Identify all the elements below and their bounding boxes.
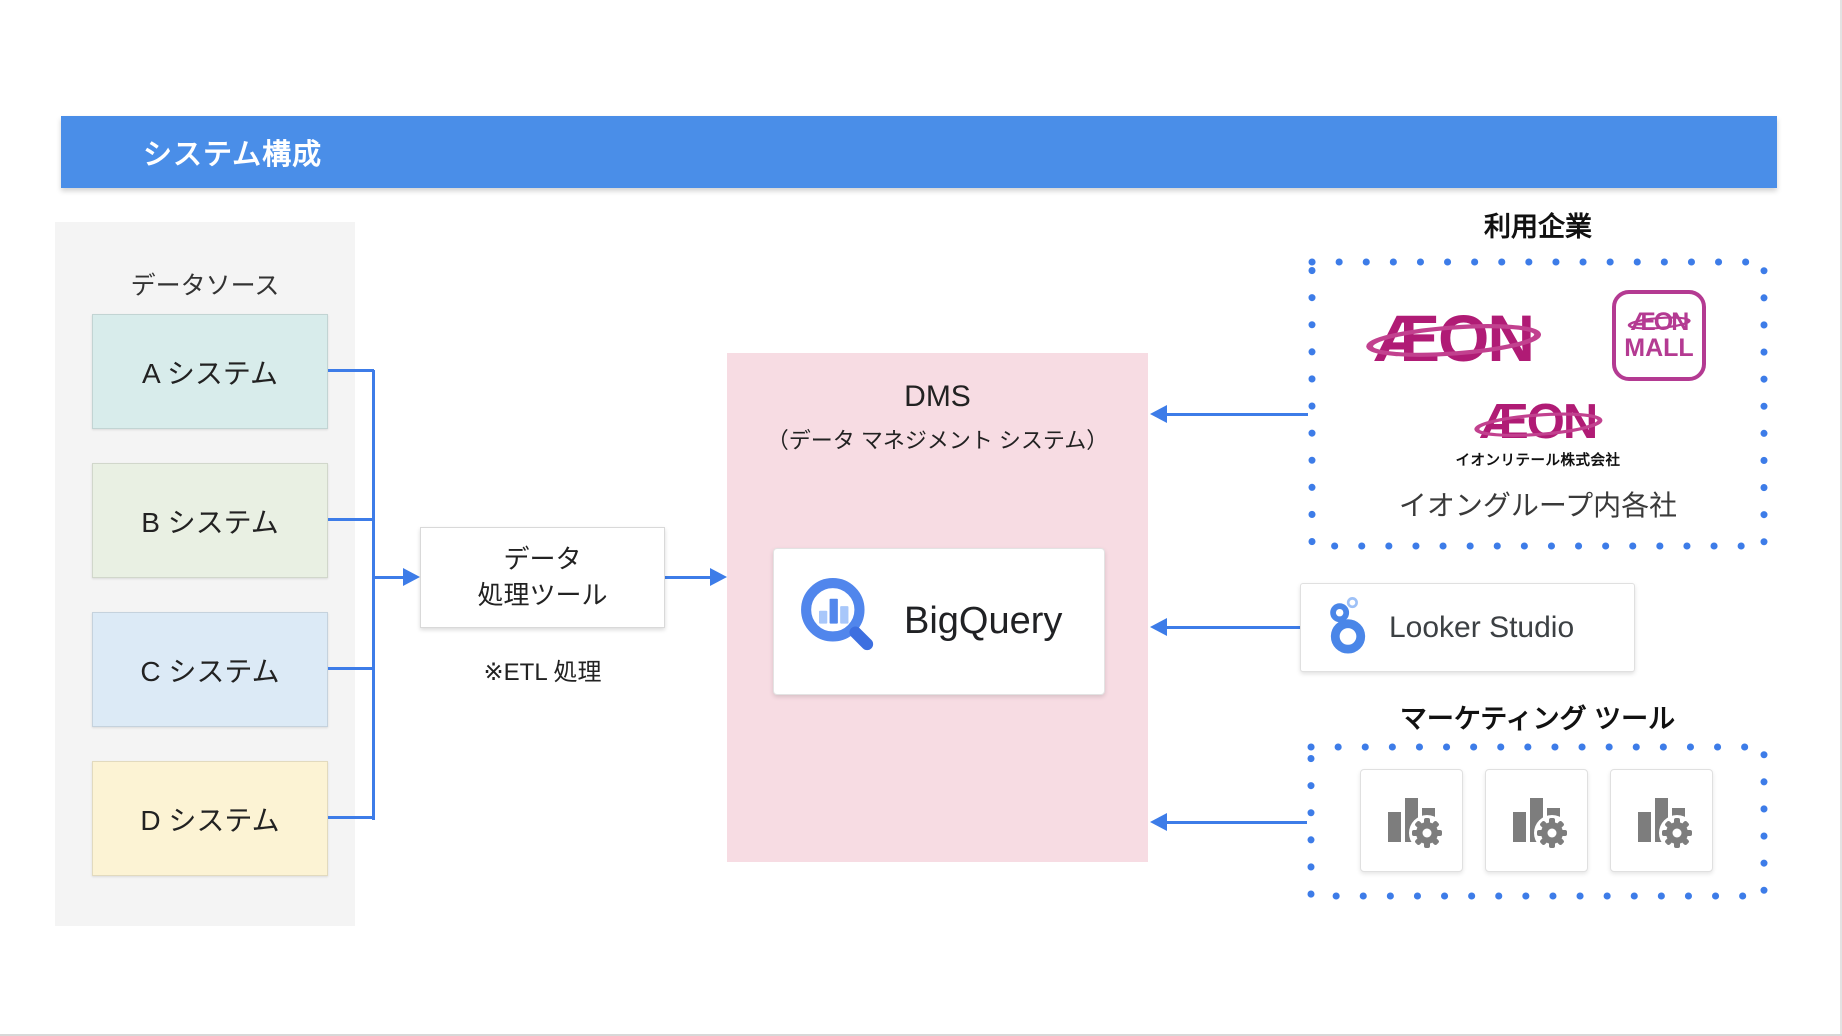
- data-sources-label: データソース: [130, 272, 280, 300]
- system-box-label: C システム: [140, 655, 280, 687]
- system-box-label: A システム: [141, 357, 279, 389]
- system-box-c: C システム: [92, 612, 328, 727]
- screen-edge-right: [1840, 0, 1842, 1036]
- connector-vline: [372, 370, 375, 820]
- system-box-d: D システム: [92, 761, 328, 876]
- aeon-mall-logo: ÆON MALL: [1612, 290, 1706, 381]
- marketing-box: [1307, 743, 1768, 900]
- dotted-border-icon: [1308, 258, 1768, 550]
- aeon-retail-logo: ÆON イオンリテール株式会社: [1455, 398, 1621, 470]
- bigquery-label: BigQuery: [904, 600, 1063, 642]
- system-box-b: B システム: [92, 463, 328, 578]
- arrow-head-icon: [1150, 813, 1167, 831]
- connector-stub-a: [328, 369, 374, 372]
- screen-edge-bottom: [0, 1034, 1842, 1036]
- arrow-head-icon: [1150, 618, 1167, 636]
- aeon-mall-line2: MALL: [1624, 333, 1694, 362]
- etl-tool-box: データ 処理ツール: [420, 527, 665, 628]
- dms-subtitle: （データ マネジメント システム）: [766, 428, 1109, 453]
- marketing-tool-card: [1610, 769, 1713, 872]
- companies-box: ÆON ÆON MALL ÆON イオンリテール株式会社 イオングル: [1308, 258, 1768, 550]
- page-title: システム構成: [143, 139, 323, 171]
- aeon-retail-caption: イオンリテール株式会社: [1455, 453, 1621, 469]
- aeon-logo: ÆON: [1366, 305, 1541, 371]
- bigquery-logo-icon: [796, 573, 888, 670]
- etl-tool-label-line1: データ: [503, 544, 582, 575]
- etl-note: ※ETL 処理: [483, 659, 602, 686]
- arrow-line: [1163, 412, 1308, 416]
- looker-logo-icon: [1325, 596, 1371, 659]
- arrow-head-icon: [403, 568, 420, 586]
- chart-gear-icon: [1380, 786, 1445, 855]
- marketing-tool-card: [1485, 769, 1588, 872]
- dms-title: DMS: [904, 380, 971, 413]
- chart-gear-icon: [1505, 786, 1570, 855]
- companies-title: 利用企業: [1484, 212, 1592, 242]
- marketing-title: マーケティング ツール: [1399, 704, 1676, 734]
- system-box-label: B システム: [141, 506, 279, 538]
- aeon-wordmark: ÆON: [1374, 301, 1535, 375]
- system-box-label: D システム: [140, 804, 280, 836]
- aeon-mall-wordmark-wrap: ÆON: [1627, 307, 1691, 336]
- arrow-head-icon: [1150, 405, 1167, 423]
- arrow-head-icon: [710, 568, 727, 586]
- dms-box: DMS （データ マネジメント システム） BigQuery: [727, 353, 1148, 862]
- etl-tool-label-line2: 処理ツール: [477, 579, 608, 610]
- system-box-a: A システム: [92, 314, 328, 429]
- arrow-line: [1163, 820, 1307, 824]
- arrow-line: [665, 575, 714, 579]
- looker-label: Looker Studio: [1389, 610, 1575, 644]
- chart-gear-icon: [1630, 786, 1695, 855]
- looker-studio-card: Looker Studio: [1300, 583, 1635, 672]
- connector-stub-c: [328, 667, 374, 670]
- aeon-retail-wordmark: ÆON: [1479, 395, 1598, 449]
- connector-stub-b: [328, 518, 374, 521]
- marketing-tool-card: [1360, 769, 1463, 872]
- companies-caption: イオングループ内各社: [1398, 490, 1678, 521]
- header-bar: システム構成: [61, 116, 1777, 188]
- bigquery-card: BigQuery: [773, 548, 1105, 695]
- aeon-mall-line1: ÆON: [1630, 307, 1689, 336]
- aeon-retail-wordmark-wrap: ÆON: [1473, 395, 1603, 449]
- arrow-line: [1163, 625, 1300, 629]
- connector-stub-d: [328, 816, 374, 819]
- data-sources-panel: データソース A システム B システム C システム D システム: [55, 222, 355, 926]
- arrow-line: [374, 575, 407, 579]
